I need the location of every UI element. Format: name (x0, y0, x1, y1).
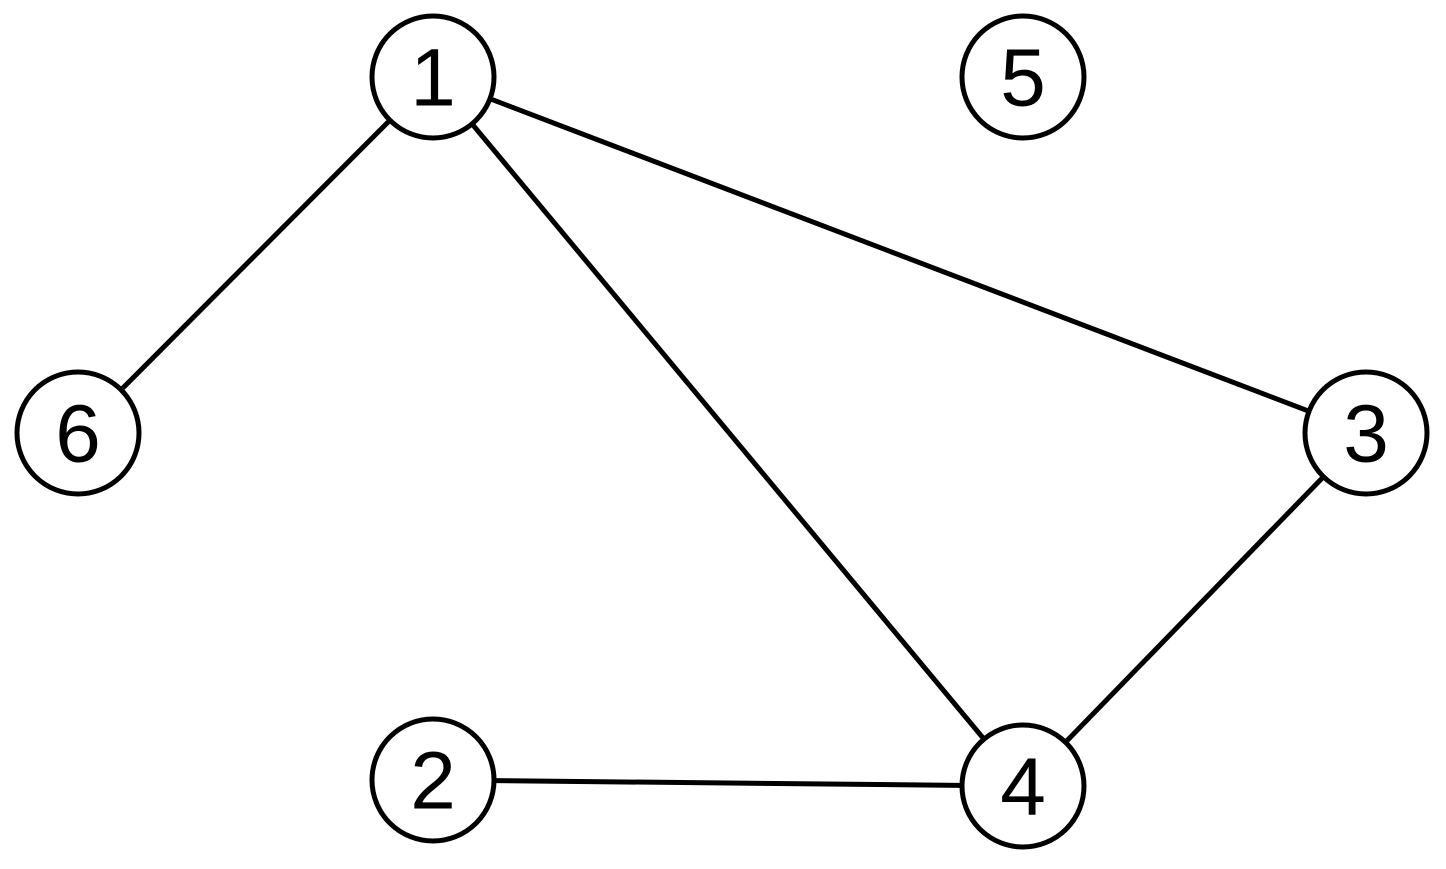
node-label-2: 2 (410, 736, 456, 827)
edge-1-3 (432, 74, 1367, 436)
node-6: 6 (14, 369, 142, 497)
edge-3-4 (1021, 431, 1368, 788)
node-circle-6 (14, 369, 142, 497)
node-2: 2 (369, 716, 497, 844)
node-label-4: 4 (1000, 742, 1046, 833)
edge-1-4 (431, 75, 1025, 788)
node-circle-5 (959, 13, 1087, 141)
node-label-3: 3 (1343, 389, 1389, 480)
edges-layer (76, 74, 1368, 789)
node-circle-4 (959, 722, 1087, 850)
node-circle-3 (1302, 369, 1430, 497)
node-circle-2 (369, 716, 497, 844)
node-circle-1 (369, 13, 497, 141)
edge-2-4 (432, 777, 1024, 789)
node-label-1: 1 (410, 33, 456, 124)
node-4: 4 (959, 722, 1087, 850)
nodes-layer: 1 2 3 4 5 6 (14, 13, 1430, 850)
node-1: 1 (369, 13, 497, 141)
node-label-6: 6 (55, 389, 101, 480)
edge-1-6 (76, 75, 435, 435)
node-label-5: 5 (1000, 33, 1046, 124)
node-5: 5 (959, 13, 1087, 141)
node-3: 3 (1302, 369, 1430, 497)
